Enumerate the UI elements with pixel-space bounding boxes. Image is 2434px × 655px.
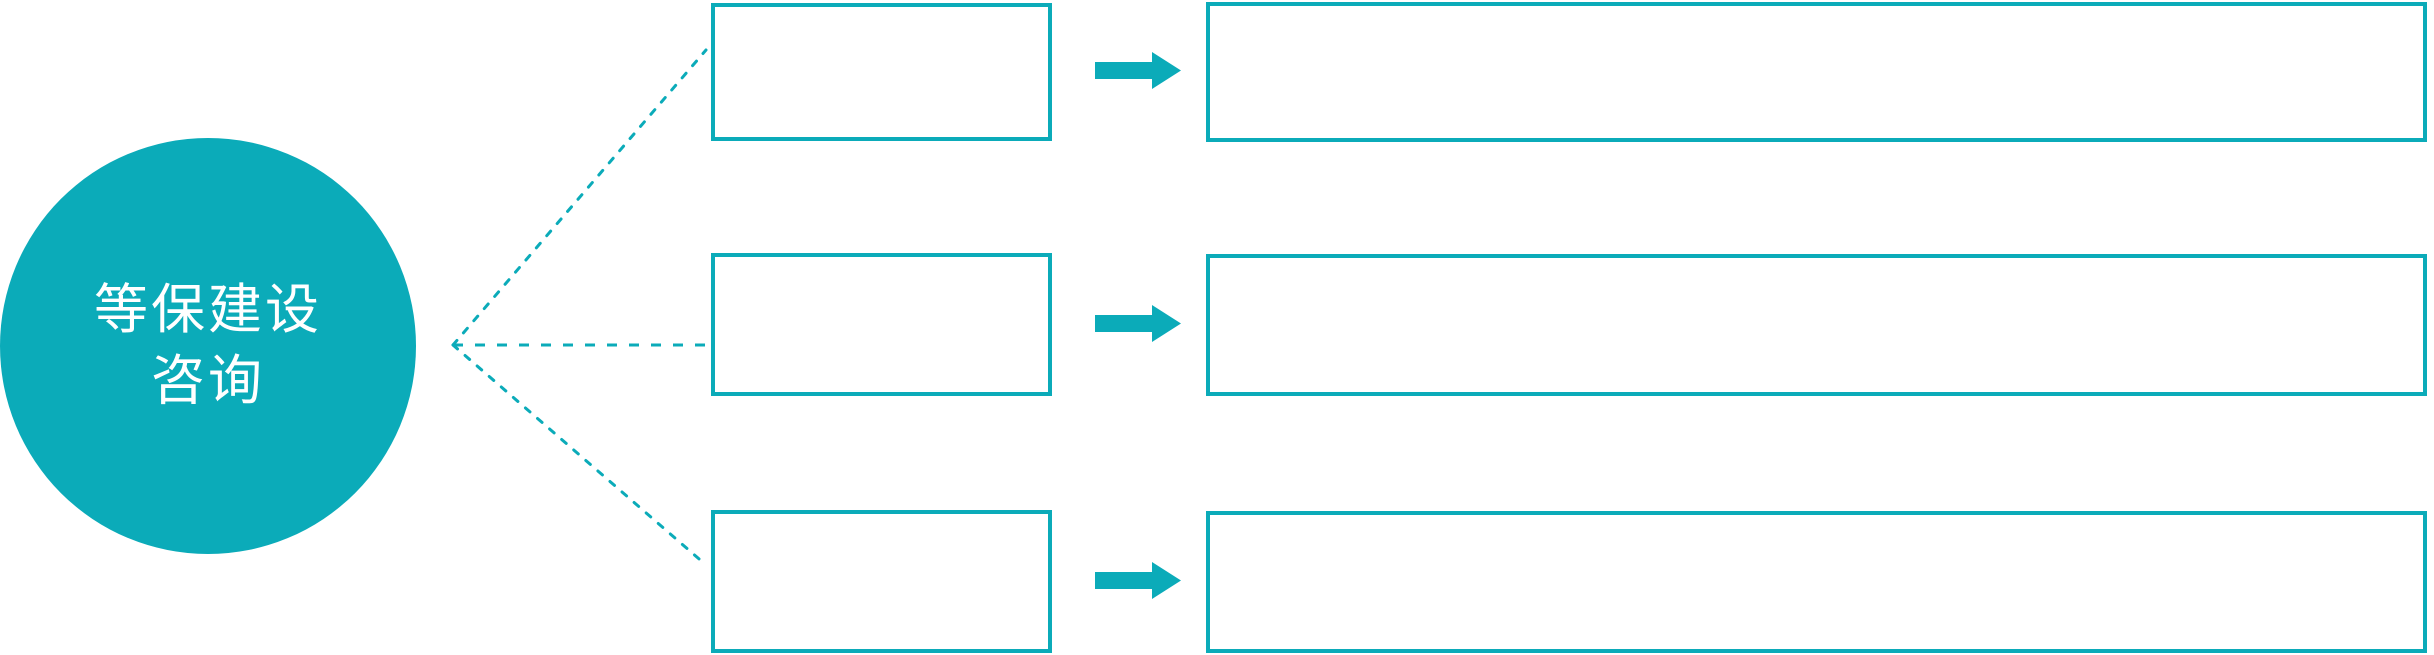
category-box-3[interactable] [711,510,1052,653]
category-box-2[interactable] [711,253,1052,396]
detail-box-1[interactable] [1206,2,2427,142]
detail-box-2[interactable] [1206,254,2427,396]
hub-label-line-1: 等保建设 [94,279,322,340]
connector-branch-1 [451,48,708,347]
detail-box-3[interactable] [1206,511,2427,653]
connector-branch-3 [451,343,708,567]
category-box-1[interactable] [711,3,1052,141]
right-arrow-icon [1095,52,1181,89]
hub-circle[interactable]: 等保建设 咨询 [0,138,416,554]
right-arrow-icon [1095,305,1181,342]
right-arrow-icon [1095,562,1181,599]
hub-label-line-2: 咨询 [151,351,265,411]
